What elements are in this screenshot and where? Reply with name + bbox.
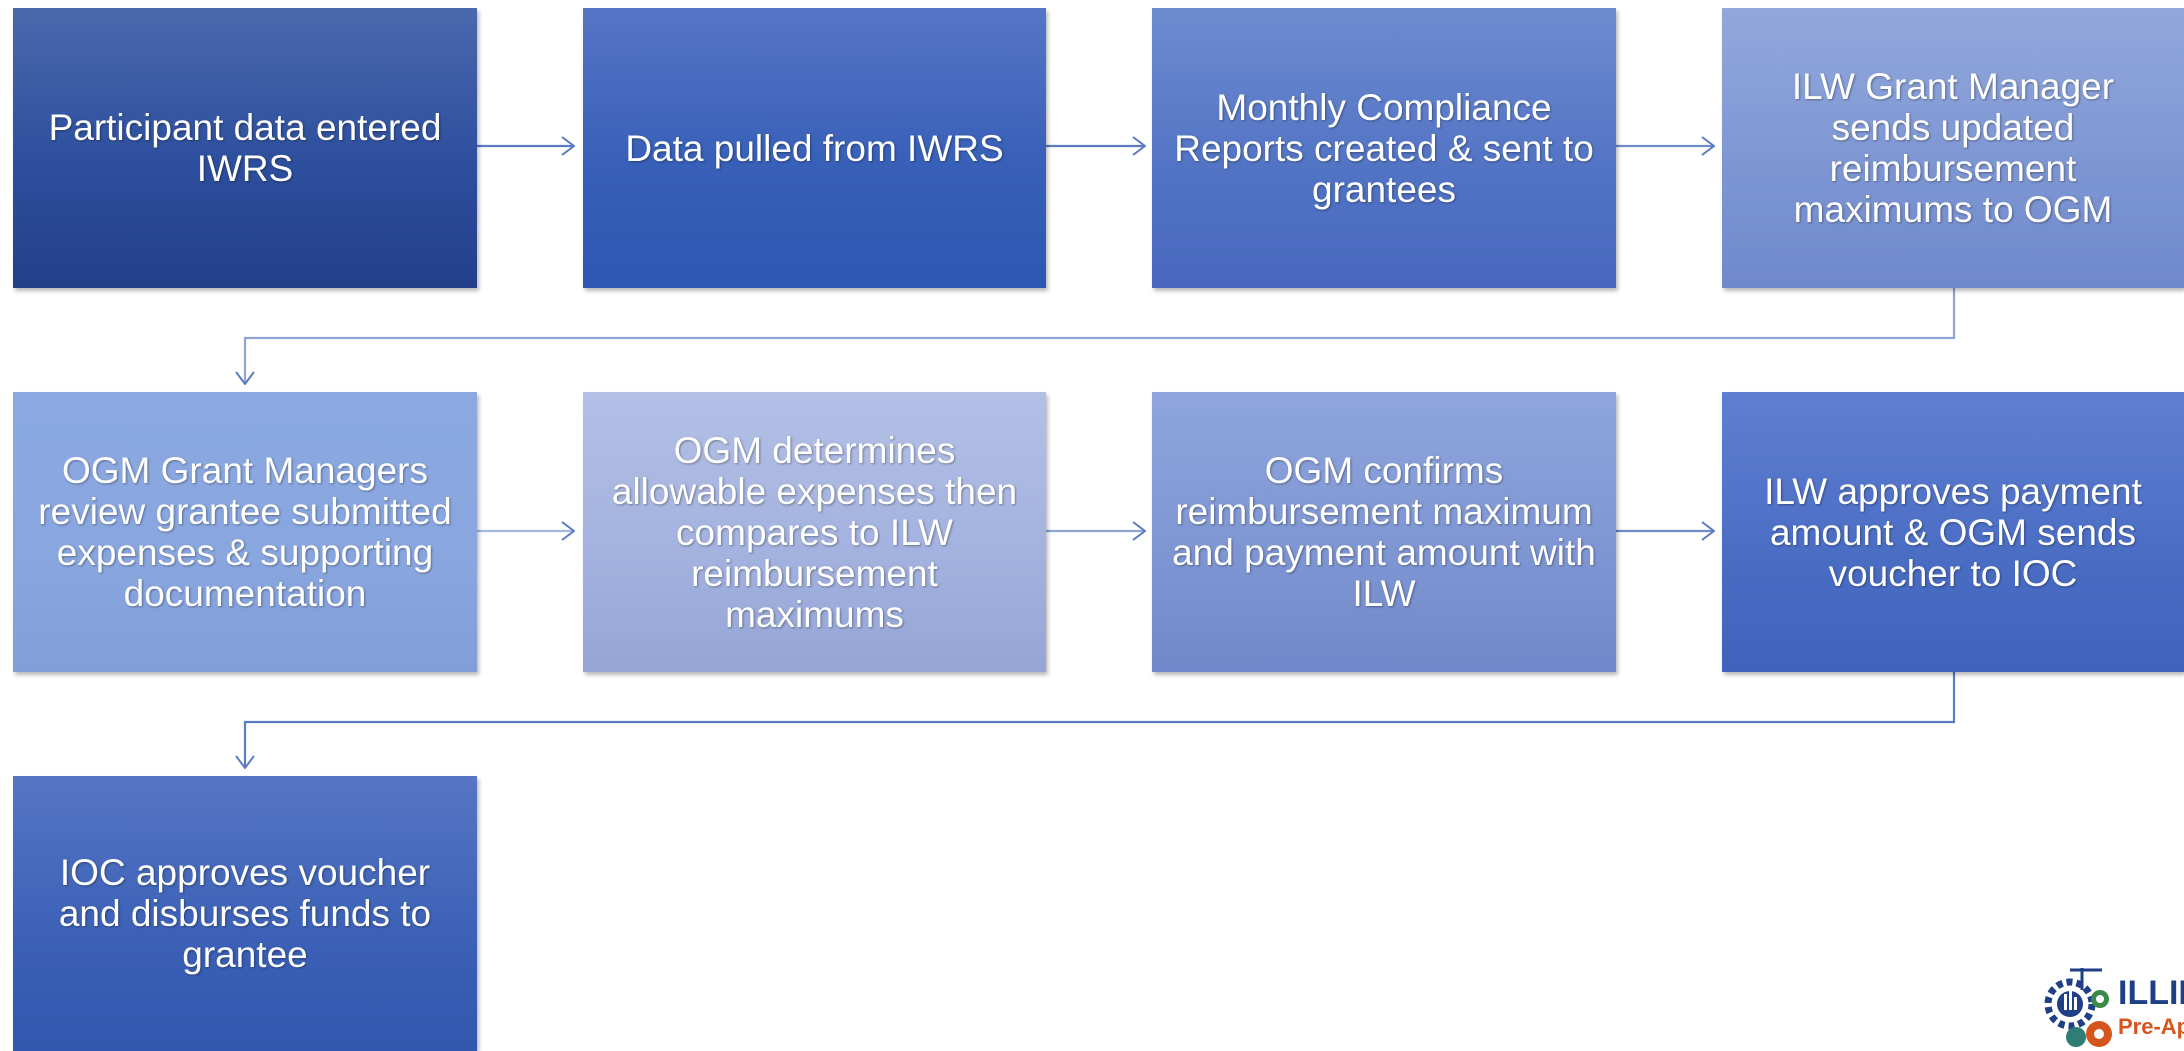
step-ogm-review-expenses: OGM Grant Managers review grantee submit…	[13, 392, 477, 672]
logo-title: ILLIN	[2118, 974, 2184, 1012]
step-ilw-sends-maximums: ILW Grant Manager sends updated reimburs…	[1722, 8, 2184, 288]
step-ogm-determines-allowable: OGM determines allowable expenses then c…	[583, 392, 1046, 672]
arrow-step8-to-step9	[245, 672, 1956, 768]
step-monthly-compliance-reports: Monthly Compliance Reports created & sen…	[1152, 8, 1616, 288]
step-ioc-approves-voucher: IOC approves voucher and disburses funds…	[13, 776, 477, 1051]
step-ilw-approves-payment: ILW approves payment amount & OGM sends …	[1722, 392, 2184, 672]
logo-subtitle: Pre-App	[2118, 1014, 2184, 1039]
step-ogm-confirms-with-ilw: OGM confirms reimbursement maximum and p…	[1152, 392, 1616, 672]
organization-logo: ILLIN Pre-App	[2030, 964, 2184, 1051]
arrow-step4-to-step5	[245, 288, 1956, 384]
gear-icon	[2044, 968, 2112, 1047]
step-participant-data-entered: Participant data entered IWRS	[13, 8, 477, 288]
step-data-pulled: Data pulled from IWRS	[583, 8, 1046, 288]
